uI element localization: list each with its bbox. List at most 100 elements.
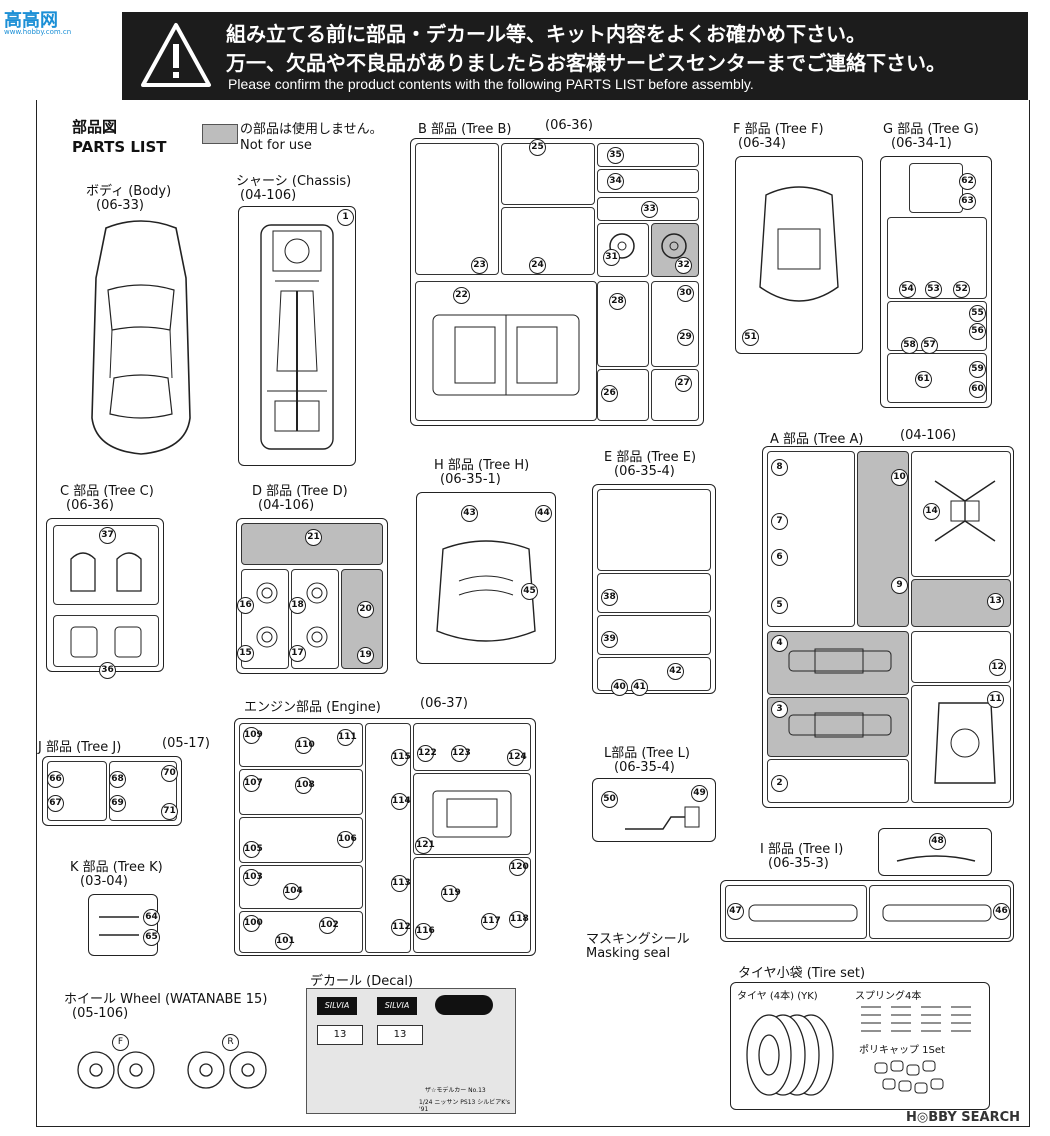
watermark-logo: 高高网 www.hobby.com.cn <box>2 6 72 40</box>
part-number: 122 <box>417 745 437 762</box>
part-number: 113 <box>391 875 411 892</box>
bumper-drawing <box>882 904 992 922</box>
decal-note: ザ☆モデルカー No.13 <box>425 1087 486 1094</box>
watermark-url: www.hobby.com.cn <box>4 28 72 36</box>
part-number: 21 <box>305 529 322 546</box>
banner-line-2: 万一、欠品や不良品がありましたらお客様サービスセンターまでご連絡下さい。 <box>226 51 946 75</box>
engine-label: エンジン部品 (Engine) <box>244 700 381 715</box>
tire-set-panel: タイヤ (4本) (YK) スプリング4本 ポリキャップ 1Set <box>730 982 990 1110</box>
wheel-code: (05-106) <box>72 1006 129 1021</box>
part-number: 13 <box>987 593 1004 610</box>
dashboard-drawing <box>432 314 580 396</box>
chassis-label: シャーシ (Chassis) <box>236 174 352 189</box>
part-number: 106 <box>337 831 357 848</box>
part-number: 62 <box>959 173 976 190</box>
part-number: 116 <box>415 923 435 940</box>
part-number: 110 <box>295 737 315 754</box>
tree-b-label: B 部品 (Tree B) <box>418 122 512 137</box>
tire-drawing <box>746 1014 834 1096</box>
part-number: 51 <box>742 329 759 346</box>
decal-plate: 13 <box>377 1025 423 1045</box>
part-number: 30 <box>677 285 694 302</box>
part-number: 38 <box>601 589 618 606</box>
spring-drawing <box>861 1006 971 1032</box>
tree-j-panel: 66 68 70 67 69 71 <box>42 756 182 826</box>
part-number: 52 <box>953 281 970 298</box>
part-number: 66 <box>47 771 64 788</box>
part-number: 48 <box>929 833 946 850</box>
part-number: 26 <box>601 385 618 402</box>
tree-g-label: G 部品 (Tree G) <box>883 122 979 137</box>
steering-wheel-drawing <box>609 233 635 259</box>
tree-g-code: (06-34-1) <box>891 136 952 151</box>
tree-a-cell <box>767 759 909 803</box>
parts-list-title-jp: 部品図 <box>72 118 118 136</box>
seat-drawing <box>70 552 142 592</box>
engine-panel: 109 110 111 115 122 123 124 107 108 114 … <box>234 718 536 956</box>
decal-gauge <box>435 995 493 1015</box>
part-number: 68 <box>109 771 126 788</box>
part-number: 18 <box>289 597 306 614</box>
not-for-use-swatch <box>202 124 238 144</box>
warning-icon <box>141 23 211 87</box>
part-number: 1 <box>337 209 354 226</box>
legend-jp: の部品は使用しません。 <box>240 122 383 137</box>
part-number: 39 <box>601 631 618 648</box>
tree-j-code: (05-17) <box>162 736 210 751</box>
part-number: 61 <box>915 371 932 388</box>
part-number: 29 <box>677 329 694 346</box>
tree-h-panel: 43 44 45 <box>416 492 556 664</box>
part-number: 11 <box>987 691 1004 708</box>
tree-l-code: (06-35-4) <box>614 760 675 775</box>
engine-cell <box>239 865 363 909</box>
part-number: 35 <box>607 147 624 164</box>
tire-label: タイヤ (4本) (YK) <box>737 991 818 1002</box>
part-number: 24 <box>529 257 546 274</box>
rod-drawing <box>99 916 139 936</box>
part-number: 16 <box>237 597 254 614</box>
part-number: 69 <box>109 795 126 812</box>
decal-plate-number: 13 <box>333 1029 347 1040</box>
decal-desc: 1/24 ニッサン PS13 シルビアK's '91 <box>419 1099 510 1113</box>
part-number: 102 <box>319 917 339 934</box>
hobbysearch-logo: H◎BBY SEARCH <box>906 1110 1021 1125</box>
tree-i-top-panel: 48 <box>878 828 992 876</box>
tree-b-cell <box>501 143 595 205</box>
wheel-label: ホイール Wheel (WATANABE 15) <box>64 992 268 1007</box>
part-number: 40 <box>611 679 628 696</box>
part-number: 60 <box>969 381 986 398</box>
engine-cell <box>239 911 363 953</box>
tree-e-code: (06-35-4) <box>614 464 675 479</box>
tree-e-cell <box>597 489 711 571</box>
tree-h-code: (06-35-1) <box>440 472 501 487</box>
part-number: 49 <box>691 785 708 802</box>
part-number: 23 <box>471 257 488 274</box>
warning-banner: 組み立てる前に部品・デカール等、キット内容をよくお確かめ下さい。 万一、欠品や不… <box>122 12 1028 100</box>
tree-d-code: (04-106) <box>258 498 315 513</box>
part-number: 70 <box>161 765 178 782</box>
part-number: 115 <box>391 749 411 766</box>
part-number: 27 <box>675 375 692 392</box>
body-label: ボディ (Body) <box>86 184 172 199</box>
decal-silvia-text: SILVIA <box>324 1001 350 1010</box>
engine-block-drawing <box>432 790 512 838</box>
decal-silvia-logo: SILVIA <box>317 997 357 1015</box>
engine-cell <box>413 857 531 953</box>
muffler-drawing <box>625 806 700 830</box>
radiator-drawing <box>788 712 892 738</box>
part-number: 28 <box>609 293 626 310</box>
hood-drawing <box>436 540 536 642</box>
wheel-drawing <box>77 1051 267 1089</box>
tree-k-code: (03-04) <box>80 874 128 889</box>
part-number: 5 <box>771 597 788 614</box>
tree-f-label: F 部品 (Tree F) <box>733 122 824 137</box>
roof-drawing <box>759 186 839 302</box>
tree-h-label: H 部品 (Tree H) <box>434 458 530 473</box>
part-number: 2 <box>771 775 788 792</box>
part-number: 34 <box>607 173 624 190</box>
part-number: 42 <box>667 663 684 680</box>
part-number: 100 <box>243 915 263 932</box>
part-number: 10 <box>891 469 908 486</box>
tree-b-cell <box>597 281 649 367</box>
part-number: 107 <box>243 775 263 792</box>
